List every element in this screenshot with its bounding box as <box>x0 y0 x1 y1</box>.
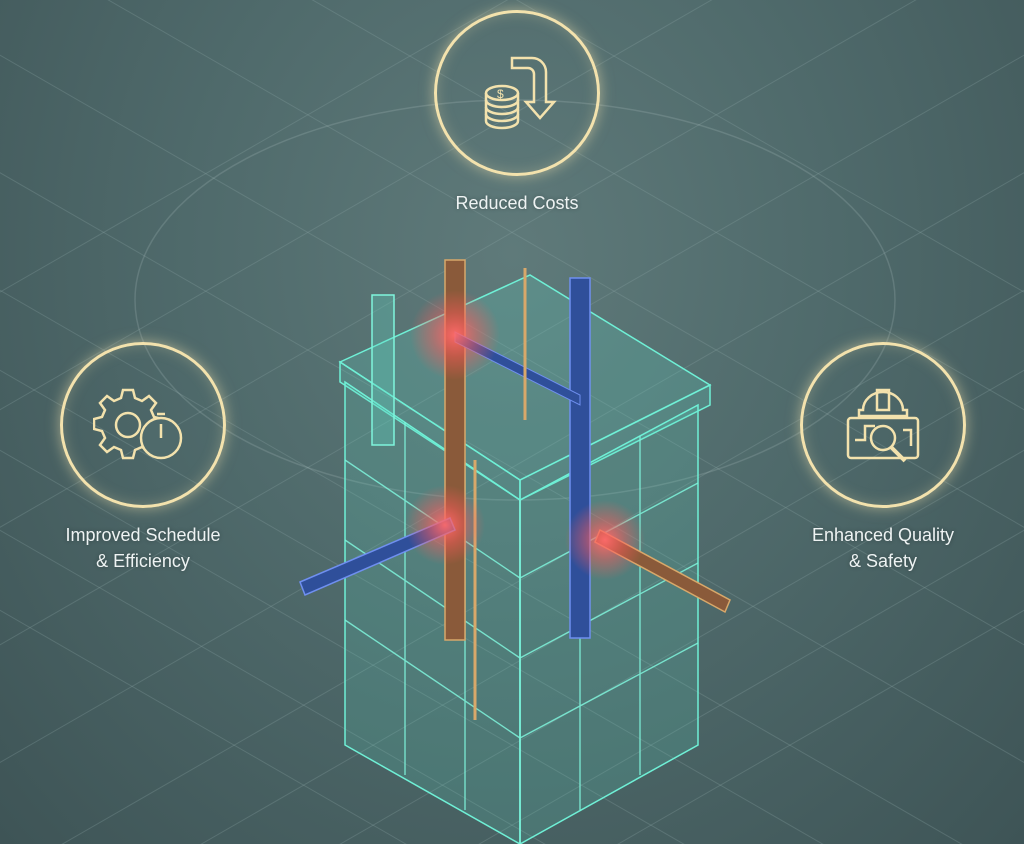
benefit-label-line2: & Efficiency <box>96 551 190 571</box>
benefit-label-line1: Enhanced Quality <box>811 525 955 545</box>
coins-down-arrow-icon: $ <box>484 56 557 130</box>
gear-stopwatch-icon <box>93 388 183 460</box>
benefit-label: Reduced Costs <box>455 193 579 213</box>
svg-text:$: $ <box>497 87 504 101</box>
hardhat-blueprint-magnifier-icon <box>846 388 920 463</box>
benefit-label-line2: & Safety <box>848 551 918 571</box>
benefit-ring <box>800 342 966 508</box>
benefit-ring <box>60 342 226 508</box>
benefit-reduced-costs: $ Reduced Costs <box>432 10 602 216</box>
benefit-label: Enhanced Quality & Safety <box>788 522 978 574</box>
benefit-schedule-efficiency: Improved Schedule & Efficiency <box>48 342 238 574</box>
benefit-label-line1: Improved Schedule <box>65 525 221 545</box>
benefit-ring: $ <box>434 10 600 176</box>
benefit-quality-safety: Enhanced Quality & Safety <box>788 342 978 574</box>
benefit-label: Improved Schedule & Efficiency <box>48 522 238 574</box>
